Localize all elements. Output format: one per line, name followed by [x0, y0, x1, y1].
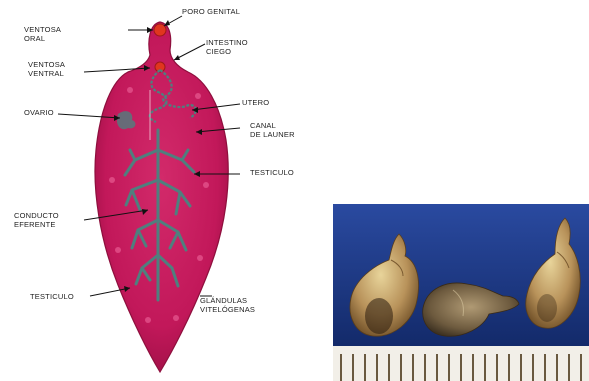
- label-ventosa-oral: VENTOSA ORAL: [24, 25, 61, 43]
- label-intestino-ciego: INTESTINO CIEGO: [206, 38, 248, 56]
- label-conducto-line2: EFERENTE: [14, 220, 59, 229]
- label-conducto-eferente: CONDUCTO EFERENTE: [14, 211, 59, 229]
- label-poro-genital: PORO GENITAL: [182, 7, 240, 16]
- label-ventosa-ventral-line1: VENTOSA: [28, 60, 65, 69]
- label-glandulas-line2: VITELÓGENAS: [200, 305, 255, 314]
- fluke-body: [95, 22, 228, 372]
- label-utero: UTERO: [242, 98, 269, 107]
- label-ventosa-oral-line2: ORAL: [24, 34, 61, 43]
- label-intestino-line2: CIEGO: [206, 47, 248, 56]
- label-glandulas-vitelogenas: GLÁNDULAS VITELÓGENAS: [200, 296, 255, 314]
- label-canal-line2: DE LAUNER: [250, 130, 295, 139]
- snail-photo: [333, 204, 589, 381]
- label-ventosa-ventral-line2: VENTRAL: [28, 69, 65, 78]
- label-ventosa-oral-line1: VENTOSA: [24, 25, 61, 34]
- ruler-ticks: [341, 354, 581, 381]
- label-ventosa-ventral: VENTOSA VENTRAL: [28, 60, 65, 78]
- label-intestino-line1: INTESTINO: [206, 38, 248, 47]
- label-conducto-line1: CONDUCTO: [14, 211, 59, 220]
- label-canal-line1: CANAL: [250, 121, 295, 130]
- label-testiculo-lower: TESTICULO: [30, 292, 74, 301]
- label-ovario: OVARIO: [24, 108, 54, 117]
- fluke-anatomy-diagram: [0, 0, 330, 381]
- label-testiculo-upper: TESTICULO: [250, 168, 294, 177]
- label-canal-launer: CANAL DE LAUNER: [250, 121, 295, 139]
- label-glandulas-line1: GLÁNDULAS: [200, 296, 255, 305]
